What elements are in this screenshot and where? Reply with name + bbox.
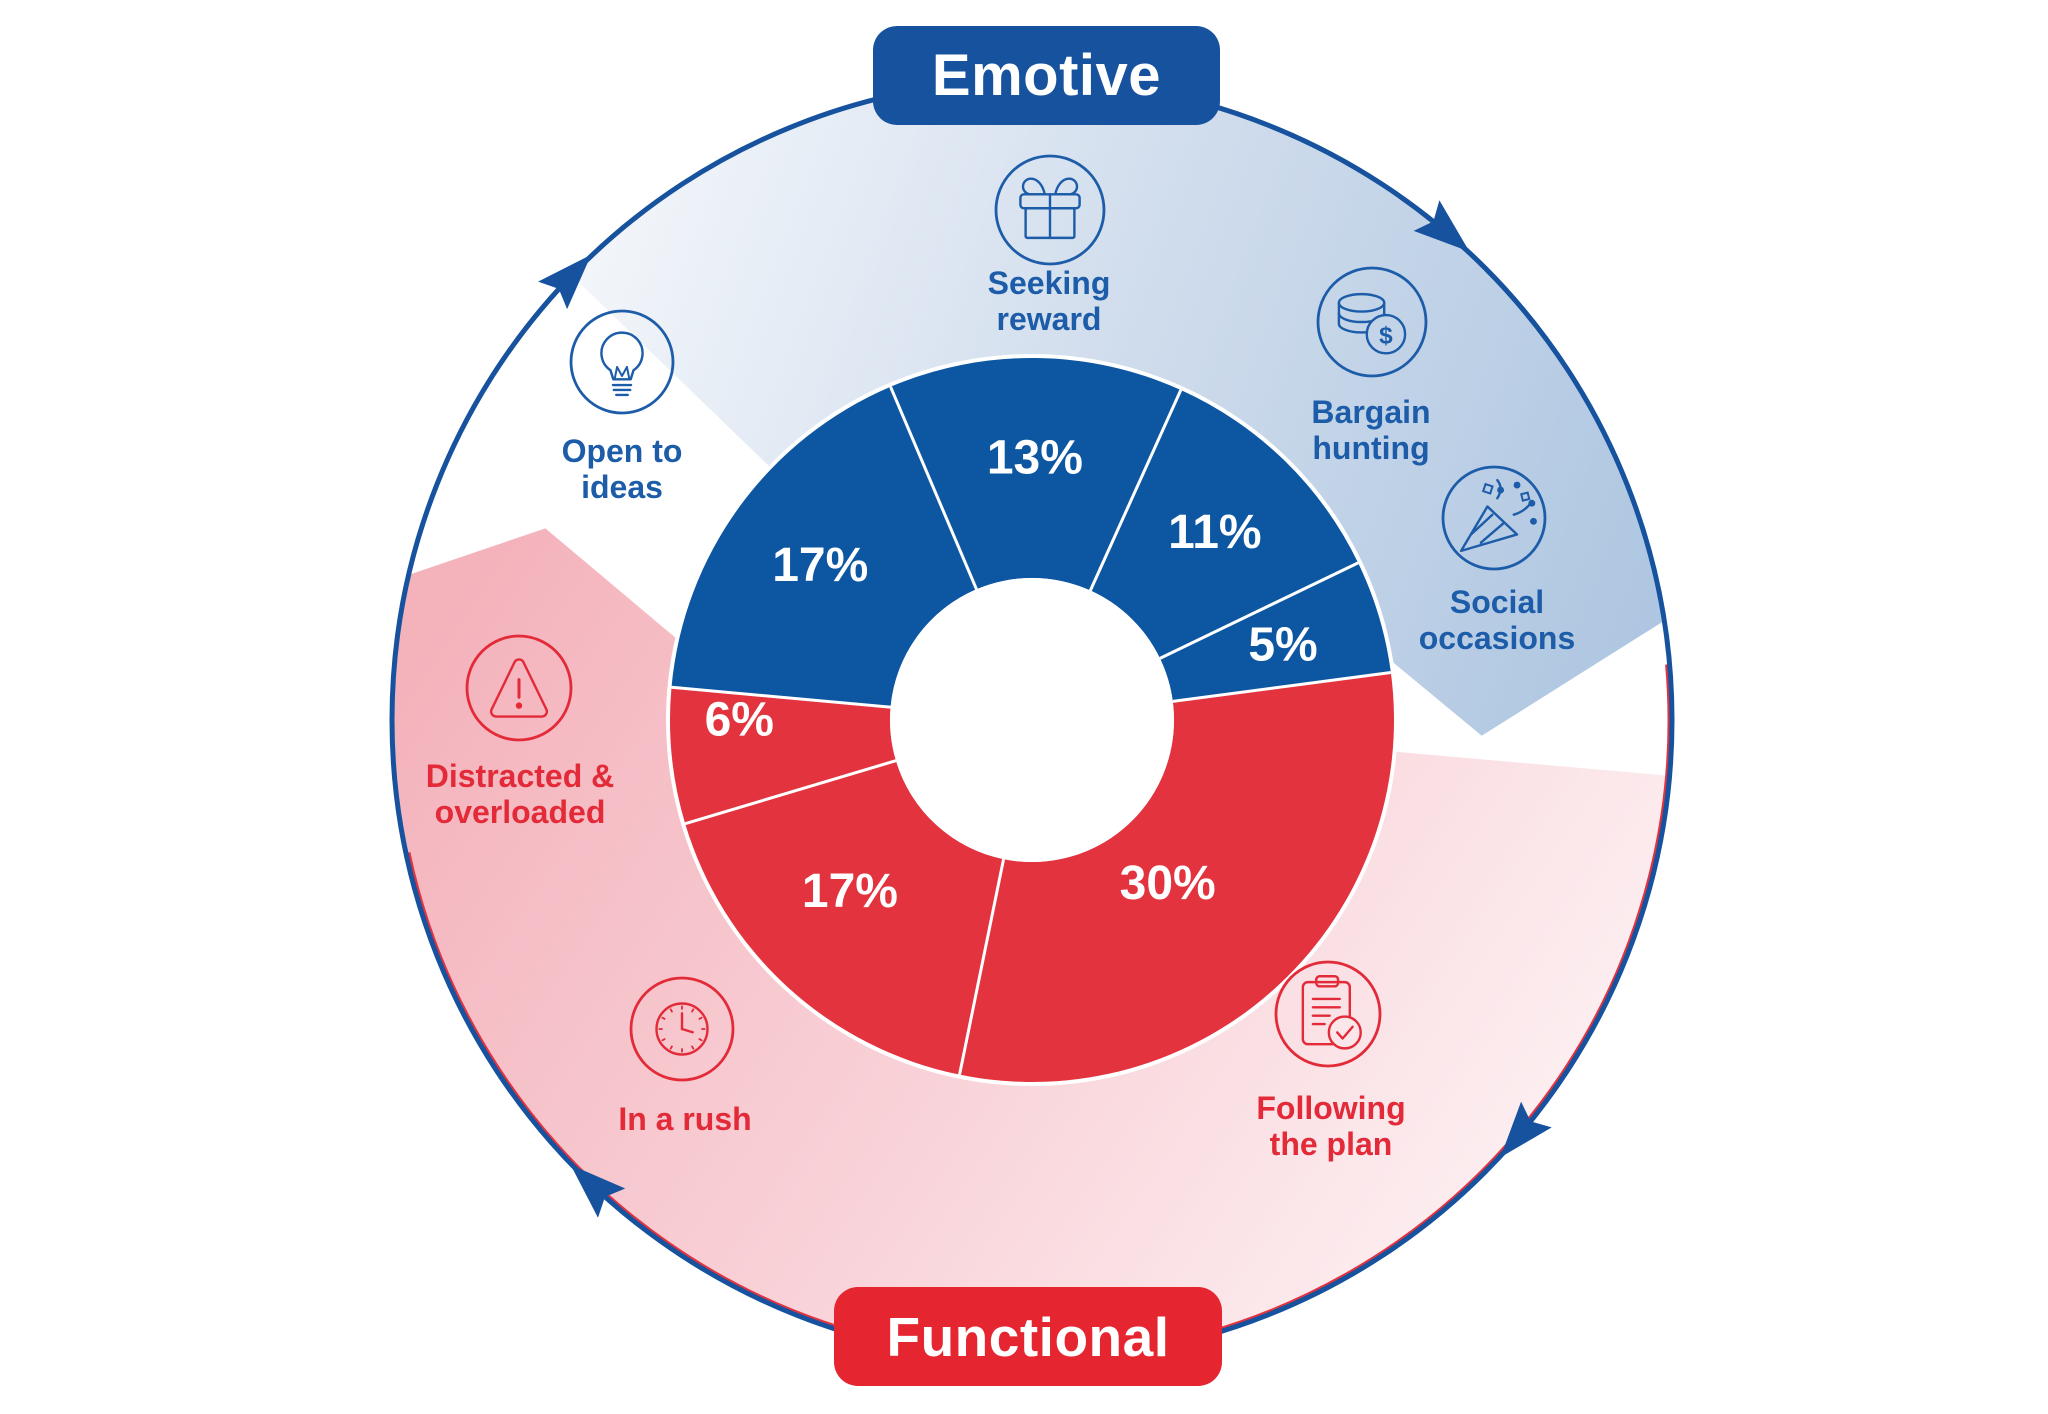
flow-arrow-icon [1413,200,1470,252]
emotive-header-pill: Emotive [873,26,1220,125]
callout-label: In a rush [618,1101,751,1137]
slice-divider [671,685,891,709]
slice-divider [889,386,978,590]
flow-arrow-icon [538,254,592,310]
icon-circle [465,634,573,742]
slice-value-label: 30% [1120,857,1216,910]
slice-divider [1172,670,1392,703]
slice-divider [1159,561,1359,660]
icon-circle [1316,266,1428,378]
callout-in-a-rush: In a rush [618,976,752,1137]
donut-slice-seeking-reward: 13% [890,358,1181,591]
donut-slice-open-to-ideas: 17% [671,386,977,708]
slice-divider [958,858,1006,1075]
flow-arrow-icon [1500,1101,1552,1158]
callout-label: Distracted &overloaded [426,758,615,830]
slice-value-label: 17% [802,865,898,918]
donut-slice-in-a-rush: 17% [685,760,1004,1075]
lightbulb-icon [601,333,642,395]
clipboard-check-icon [1303,976,1361,1048]
slice-value-label: 6% [705,694,774,747]
slice-value-label: 11% [1168,506,1261,559]
slice-divider [684,759,897,826]
donut-slice-social-occasions: 5% [1159,562,1391,702]
donut-slice-bargain-hunting: 11% [1090,390,1359,659]
coins-icon: $ [1339,294,1405,353]
slice-value-label: 17% [772,539,868,592]
slice-divider [1089,389,1183,592]
icon-circle [1441,465,1547,571]
emotive-band [570,77,1667,736]
warning-triangle-icon [491,659,547,716]
icon-circle [994,154,1106,266]
donut-slice-following-the-plan: 30% [959,672,1394,1082]
icon-circle [629,976,735,1082]
svg-text:$: $ [1379,322,1393,349]
slice-value-label: 13% [987,432,1083,485]
donut-slice-distracted-overloaded: 6% [669,687,896,824]
party-popper-icon [1461,480,1537,551]
callout-distracted-overloaded: Distracted &overloaded [426,634,615,830]
icon-circle [569,309,675,415]
flow-arrow-icon [570,1164,626,1218]
icon-circle [1274,960,1382,1068]
slice-value-label: 5% [1248,618,1317,671]
donut-hole [890,578,1174,862]
functional-header-pill: Functional [834,1287,1222,1386]
gift-icon [1020,179,1079,238]
functional-band [390,528,1672,1362]
